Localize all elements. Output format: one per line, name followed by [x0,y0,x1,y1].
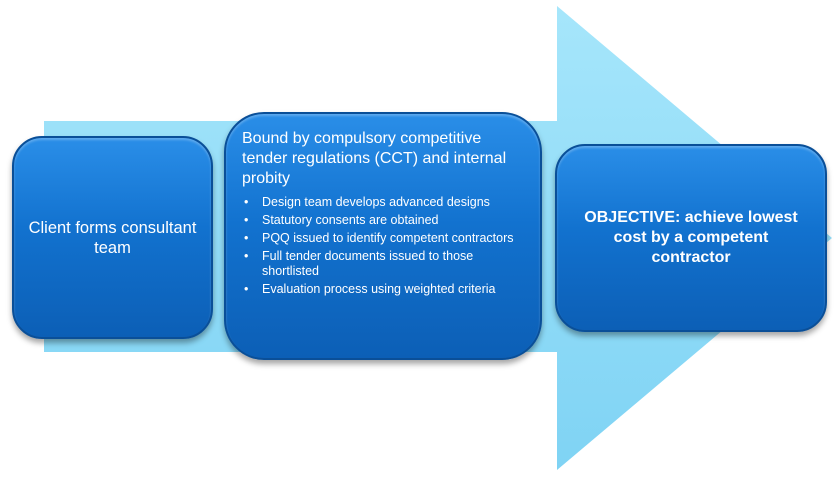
list-item: PQQ issued to identify competent contrac… [242,231,526,246]
list-item: Design team develops advanced designs [242,195,526,210]
list-item: Evaluation process using weighted criter… [242,282,526,297]
cct-step-box: Bound by compulsory competitive tender r… [224,112,542,360]
objective-step-box: OBJECTIVE: achieve lowest cost by a comp… [555,144,827,332]
list-item: Statutory consents are obtained [242,213,526,228]
objective-step-label: OBJECTIVE: achieve lowest cost by a comp… [584,209,798,266]
cct-step-heading: Bound by compulsory competitive tender r… [242,130,507,187]
cct-bullet-list: Design team develops advanced designs St… [242,195,526,297]
list-item: Full tender documents issued to those sh… [242,249,526,279]
client-step-label: Client forms consultant team [28,218,197,257]
client-step-box: Client forms consultant team [12,136,213,339]
